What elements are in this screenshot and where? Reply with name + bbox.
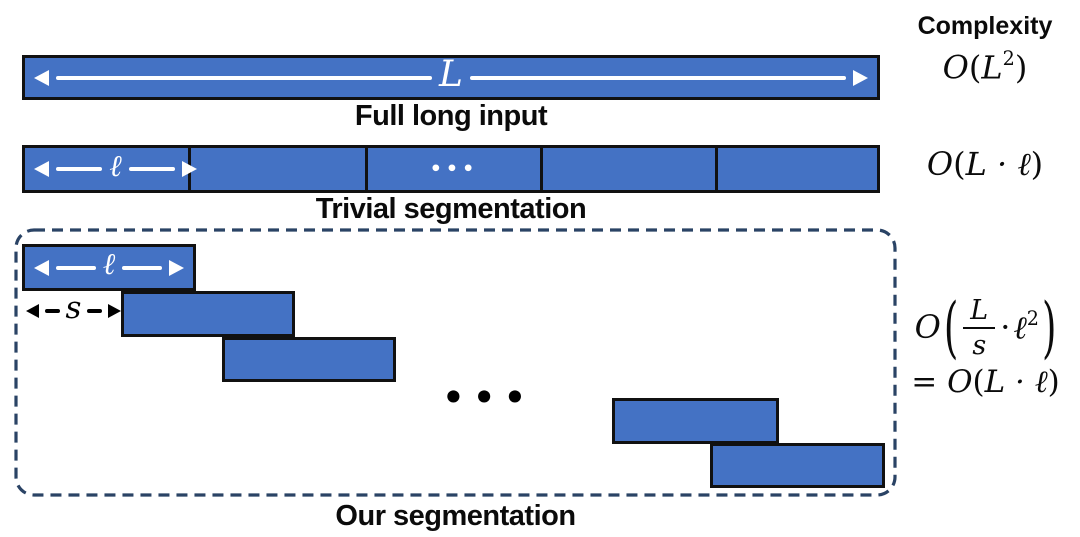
- segment-block-5: [710, 443, 885, 488]
- formula-line-2: = O(L · ℓ): [911, 364, 1060, 400]
- segment-divider: [365, 148, 368, 190]
- caption-our-segmentation: Our segmentation: [335, 500, 576, 532]
- segment-block-4: [612, 398, 779, 444]
- arrowhead-left-icon: [26, 304, 39, 318]
- segment-divider: [540, 148, 543, 190]
- stride-annotation: s: [26, 289, 122, 328]
- segment-length-arrow: ℓ: [25, 148, 206, 190]
- arrow-line: [45, 309, 60, 313]
- caption-full-long-input: Full long input: [354, 100, 548, 132]
- big-o: O: [926, 145, 954, 183]
- complexity-formula-trivial: O(L · ℓ): [926, 145, 1044, 183]
- stride-label: s: [65, 289, 82, 326]
- arrow-line: [122, 265, 162, 270]
- arrow-line: [56, 265, 96, 270]
- dashed-border: [14, 228, 897, 497]
- fraction-L-over-s: L s: [963, 296, 996, 359]
- arrow-line: [56, 167, 103, 171]
- length-label: L: [439, 54, 463, 95]
- full-input-bar: L: [22, 55, 880, 100]
- arrowhead-left-icon: [34, 259, 49, 276]
- trivial-segmentation-bar: ℓ •••: [22, 145, 880, 193]
- big-o: O: [942, 48, 969, 87]
- arrow-line: [128, 167, 175, 171]
- caption-trivial-segmentation: Trivial segmentation: [315, 193, 587, 225]
- segment-block-2: [121, 291, 295, 337]
- arrow-line: [56, 75, 433, 80]
- segment-block-1: ℓ: [22, 244, 196, 291]
- arrow-line: [469, 75, 846, 80]
- arrowhead-left-icon: [34, 161, 49, 177]
- arrowhead-right-icon: [169, 259, 184, 276]
- complexity-header: Complexity: [917, 12, 1053, 40]
- open-paren: (: [943, 288, 959, 367]
- our-segmentation-box: [14, 228, 897, 497]
- segment-divider: [715, 148, 718, 190]
- ell-squared: ℓ2: [1013, 306, 1039, 347]
- close-paren: ): [1041, 288, 1057, 367]
- segment-length-label: ℓ: [102, 247, 116, 282]
- big-o: O: [947, 364, 973, 400]
- complexity-formula-full-input: O(L2): [942, 47, 1028, 87]
- our-ellipsis: •••: [441, 373, 534, 422]
- arrowhead-right-icon: [108, 304, 122, 318]
- big-o: O: [914, 307, 941, 346]
- trivial-ellipsis: •••: [429, 158, 479, 180]
- arrowhead-right-icon: [182, 161, 197, 177]
- segment-block-3: [222, 337, 396, 382]
- arrow-line: [87, 309, 103, 313]
- arrowhead-left-icon: [34, 69, 49, 86]
- complexity-formula-ours: O ( L s · ℓ2 ) = O(L · ℓ): [891, 288, 1080, 400]
- segment-length-label: ℓ: [109, 148, 122, 184]
- equals-sign: =: [911, 364, 948, 400]
- dot-operator: ·: [1000, 307, 1011, 346]
- segment-length-arrow: ℓ: [25, 247, 193, 288]
- arrowhead-right-icon: [853, 69, 868, 86]
- formula-line-1: O ( L s · ℓ2 ): [891, 288, 1080, 367]
- length-arrow: L: [25, 54, 877, 97]
